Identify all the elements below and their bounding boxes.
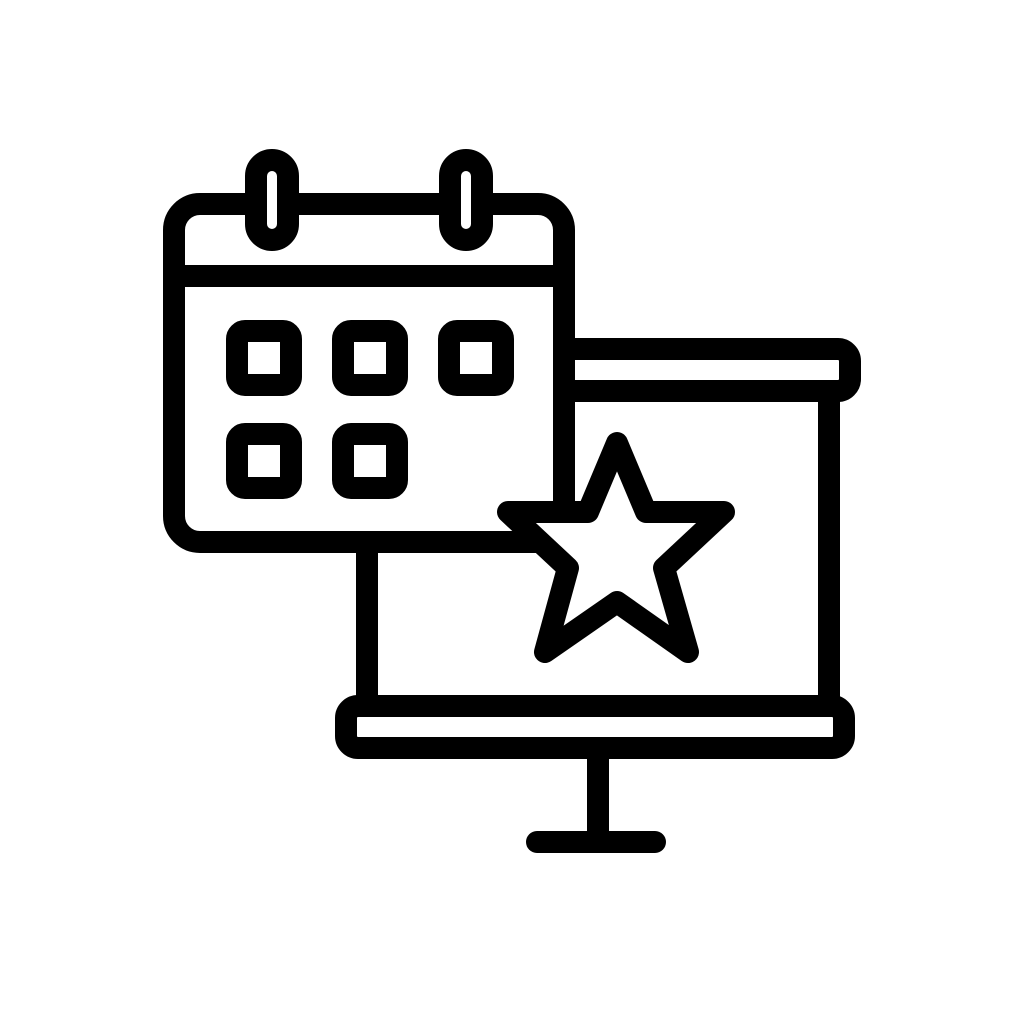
calendar-icon bbox=[163, 149, 575, 553]
calendar-cell bbox=[332, 423, 408, 499]
star-icon bbox=[497, 432, 735, 663]
calendar-ring-left bbox=[245, 149, 299, 251]
calendar-grid bbox=[226, 320, 514, 499]
screen-top-bar bbox=[541, 338, 861, 402]
calendar-ring-right bbox=[439, 149, 493, 251]
calendar-cell bbox=[226, 423, 302, 499]
calendar-cell bbox=[438, 320, 514, 396]
calendar-cell bbox=[226, 320, 302, 396]
calendar-cell bbox=[332, 320, 408, 396]
